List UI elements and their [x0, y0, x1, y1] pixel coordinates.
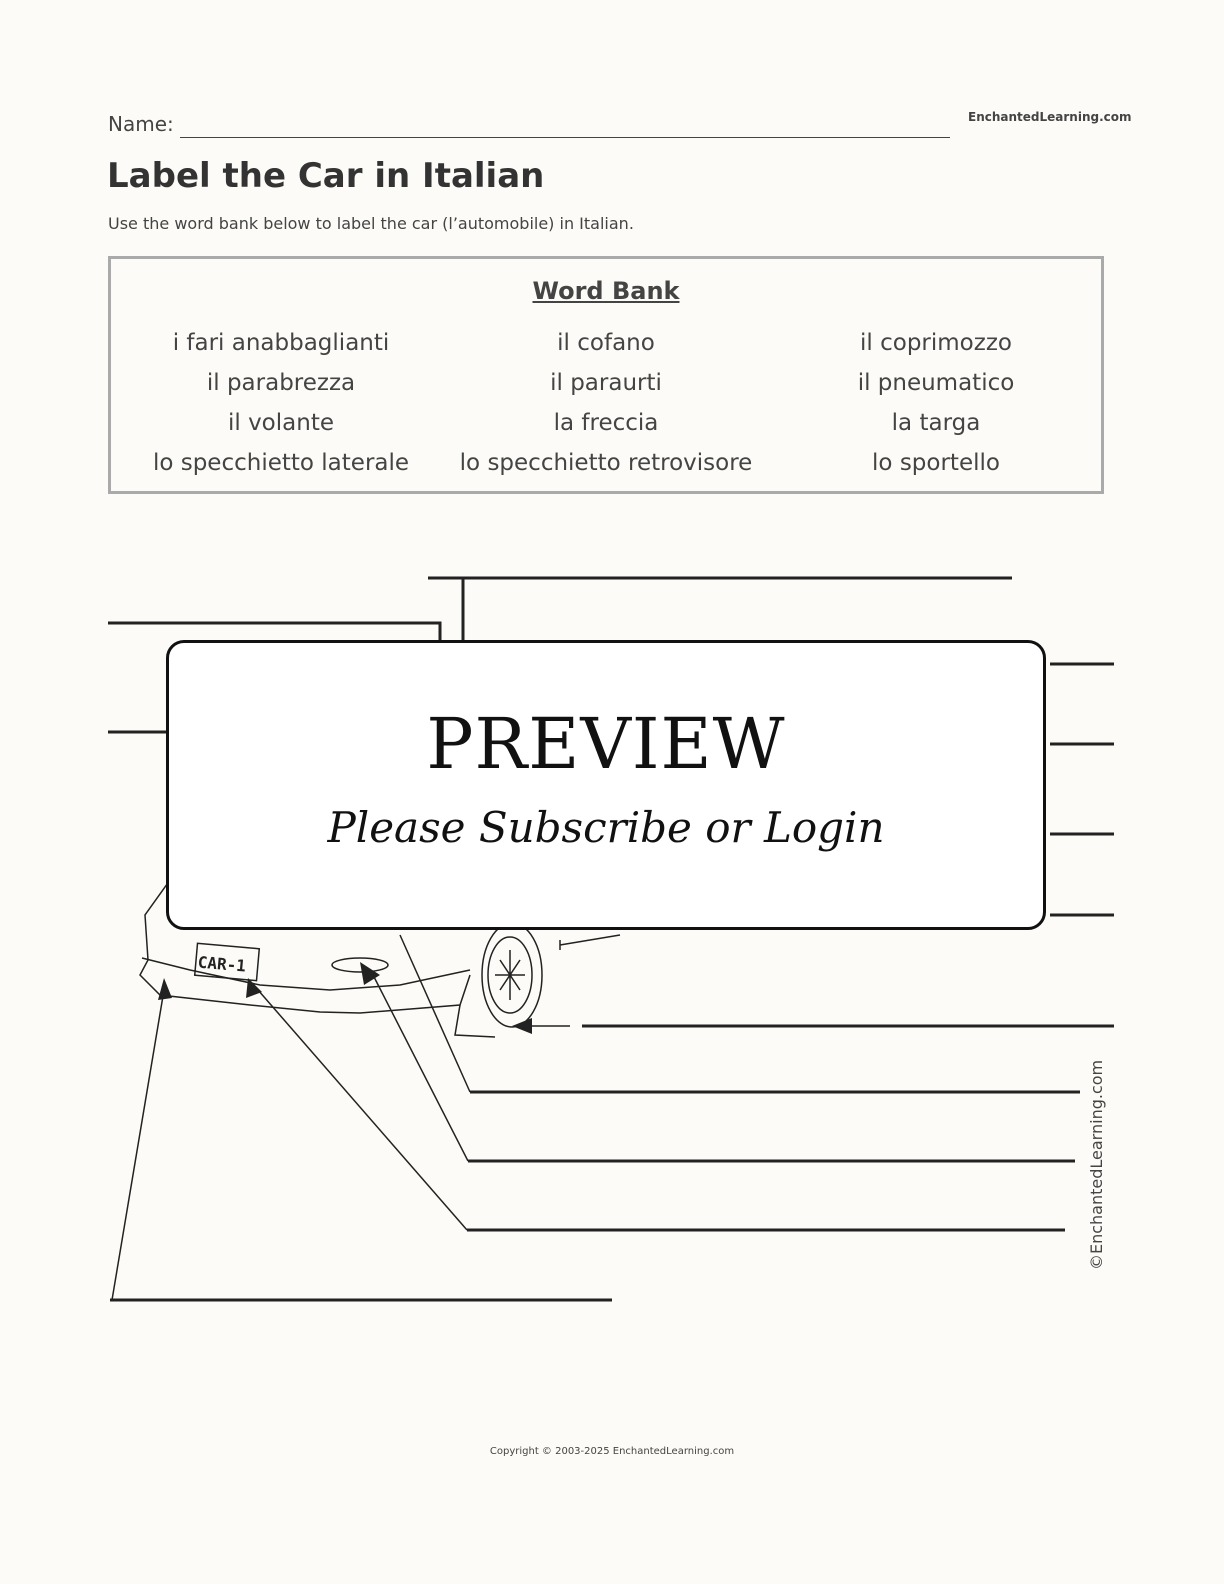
word-item: i fari anabbaglianti — [172, 330, 390, 356]
name-input-line[interactable] — [180, 137, 950, 138]
word-item: il paraurti — [550, 370, 662, 396]
word-item: il volante — [227, 410, 334, 436]
word-bank-column: i fari anabbaglianti il parabrezza il vo… — [111, 323, 451, 483]
preview-title: PREVIEW — [426, 703, 786, 785]
license-plate-text: CAR-1 — [197, 952, 247, 975]
word-item: lo sportello — [872, 450, 1000, 476]
subscribe-login-prompt[interactable]: Please Subscribe or Login — [327, 803, 885, 852]
word-item: lo specchietto laterale — [152, 450, 410, 476]
word-bank: Word Bank i fari anabbaglianti il parabr… — [108, 256, 1104, 494]
word-bank-title: Word Bank — [532, 277, 680, 305]
vertical-credit: ©EnchantedLearning.com — [1087, 1059, 1106, 1270]
car-outline — [111, 879, 621, 1301]
word-item: il cofano — [557, 330, 655, 356]
instructions: Use the word bank below to label the car… — [108, 214, 634, 233]
word-item: il pneumatico — [857, 370, 1015, 396]
arrowheads — [158, 962, 532, 1034]
name-label: Name: — [108, 112, 174, 136]
word-bank-column: il cofano il paraurti la freccia lo spec… — [441, 323, 771, 483]
label-lines — [108, 576, 1114, 1302]
preview-overlay[interactable]: PREVIEW Please Subscribe or Login — [166, 640, 1046, 930]
word-item: la freccia — [553, 410, 659, 436]
word-item: la targa — [891, 410, 981, 436]
word-item: lo specchietto retrovisore — [459, 450, 753, 476]
page-title: Label the Car in Italian — [107, 156, 545, 196]
word-item: il coprimozzo — [860, 330, 1012, 356]
word-item: il parabrezza — [206, 370, 356, 396]
word-bank-column: il coprimozzo il pneumatico la targa lo … — [771, 323, 1101, 483]
site-logo[interactable]: EnchantedLearning.com — [968, 110, 1132, 124]
copyright-footer: Copyright © 2003-2025 EnchantedLearning.… — [489, 1446, 735, 1457]
